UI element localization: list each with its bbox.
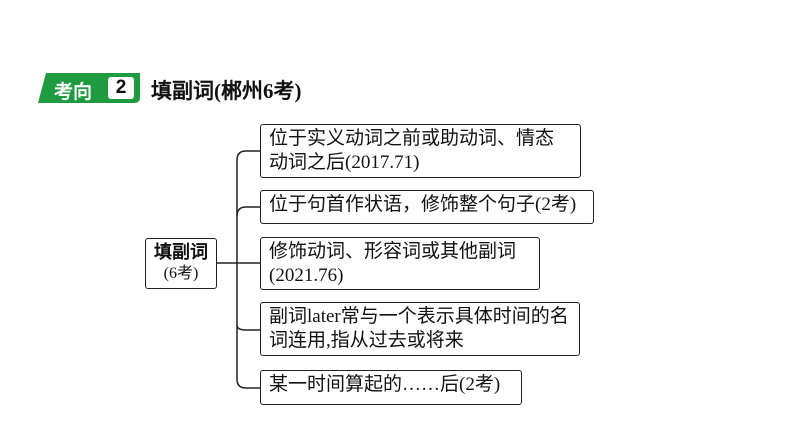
branch-box-2: 位于句首作状语，修饰整个句子(2考) (260, 190, 594, 224)
branch-box-1: 位于实义动词之前或助动词、情态动词之后(2017.71) (260, 124, 581, 178)
section-tag-number: 2 (108, 77, 134, 99)
root-node: 填副词 (6考) (145, 238, 217, 289)
root-sub: (6考) (163, 265, 199, 282)
branch-box-4: 副词later常与一个表示具体时间的名词连用,指从过去或将来 (260, 302, 580, 356)
section-tag-label: 考向 (54, 81, 93, 103)
root-label: 填副词 (154, 242, 208, 262)
branch-box-5: 某一时间算起的……后(2考) (260, 370, 522, 405)
section-title: 填副词(郴州6考) (151, 79, 302, 103)
branch-box-3: 修饰动词、形容词或其他副词(2021.76) (260, 237, 540, 290)
